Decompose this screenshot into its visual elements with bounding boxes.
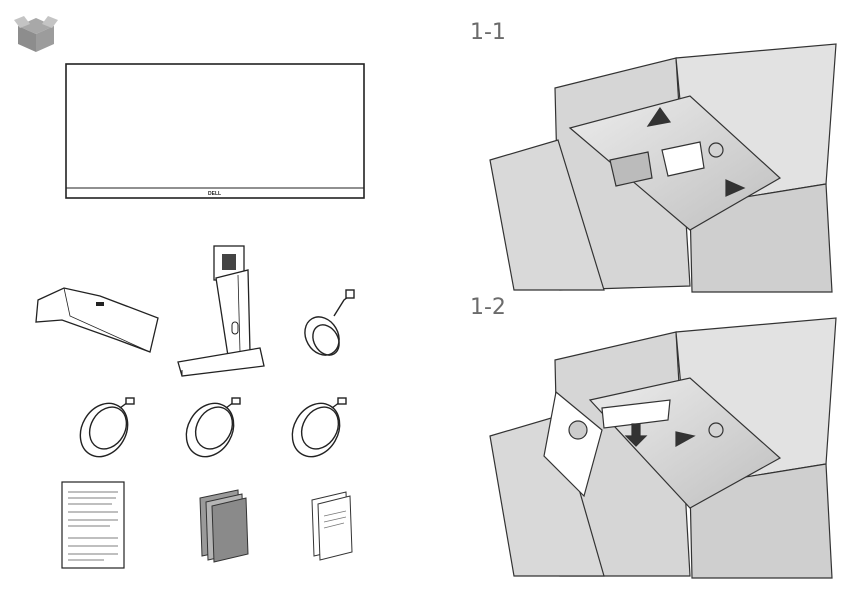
- step-1-2-label: 1-2: [470, 295, 506, 320]
- stand: [177, 245, 265, 377]
- quick-setup-guide: [199, 489, 249, 563]
- cable-2: [185, 397, 241, 458]
- monitor: DELL: [65, 63, 365, 199]
- cable-1: [79, 397, 135, 458]
- step-1-1-label: 1-1: [470, 20, 506, 45]
- cable-cover: [35, 287, 159, 353]
- open-box-icon: [14, 16, 58, 52]
- box-step-1-2: [489, 317, 837, 579]
- safety-information-document: [311, 491, 353, 561]
- monitor-brand: DELL: [208, 191, 221, 197]
- box-step-1-1: [489, 43, 837, 293]
- power-cable: [304, 289, 355, 356]
- factory-report-document: [61, 481, 125, 569]
- cable-3: [291, 397, 347, 458]
